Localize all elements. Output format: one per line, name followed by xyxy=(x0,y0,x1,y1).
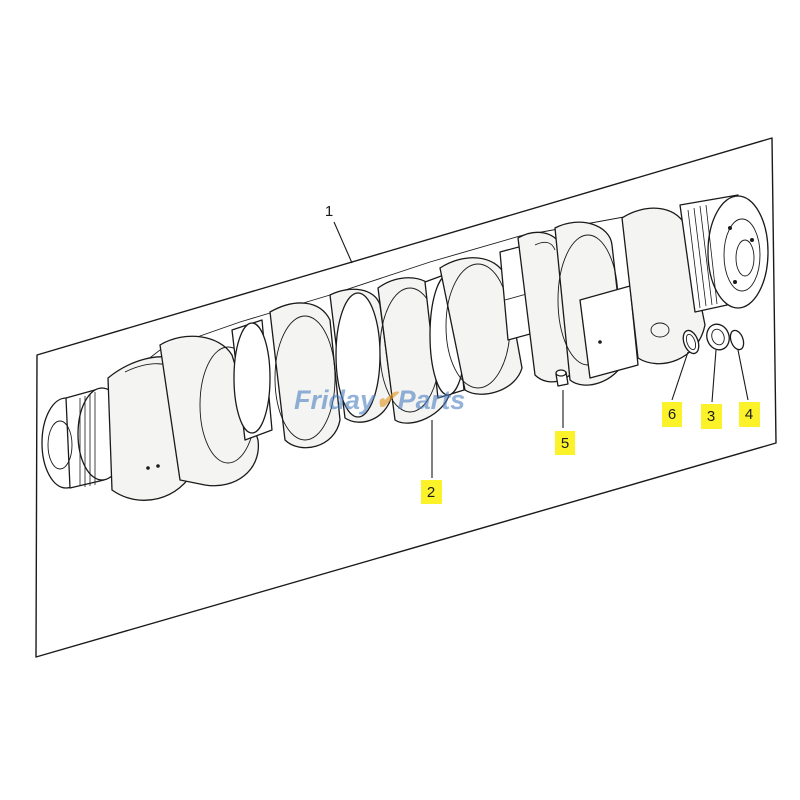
callout-5: 5 xyxy=(555,431,575,455)
callout-6: 6 xyxy=(662,402,682,427)
part-3-plug xyxy=(706,323,730,351)
crank-journal-1 xyxy=(231,319,273,441)
callout-2: 2 xyxy=(421,480,442,504)
callout-4: 4 xyxy=(739,402,760,427)
svg-text:5: 5 xyxy=(561,435,569,452)
svg-text:Friday✔Parts: Friday✔Parts xyxy=(294,385,465,415)
crank-web-3 xyxy=(269,302,341,449)
rear-flange-gear xyxy=(679,194,769,313)
svg-text:4: 4 xyxy=(745,406,753,423)
crank-journal-3 xyxy=(579,285,639,379)
watermark-accent: ✔ xyxy=(375,385,400,415)
part-5-plug xyxy=(555,369,569,387)
part-4-seal-ring xyxy=(729,329,745,351)
part-6-oring xyxy=(682,329,700,355)
svg-text:3: 3 xyxy=(707,408,715,425)
svg-text:2: 2 xyxy=(427,484,435,501)
svg-text:6: 6 xyxy=(668,406,676,423)
crank-web-6 xyxy=(439,257,523,395)
crankshaft xyxy=(41,194,769,501)
watermark: Friday✔Parts xyxy=(294,385,465,415)
leader-3 xyxy=(711,349,717,403)
leader-4 xyxy=(737,349,749,401)
watermark-part2: Parts xyxy=(398,385,466,415)
leader-1 xyxy=(333,221,353,264)
watermark-part1: Friday xyxy=(294,385,377,415)
callout-3: 3 xyxy=(701,404,722,429)
rear-counterweight xyxy=(621,207,706,365)
leader-6 xyxy=(671,351,689,401)
assembly-frame xyxy=(35,137,777,658)
label-1: 1 xyxy=(325,203,333,220)
